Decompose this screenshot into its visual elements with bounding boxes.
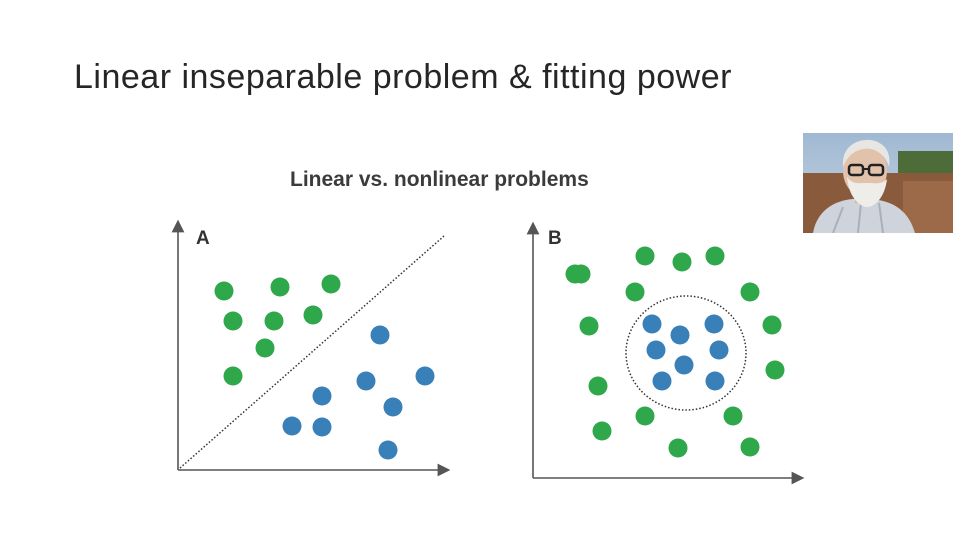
panel-a-separator-line	[180, 236, 444, 468]
panel-b-blue-point	[675, 356, 694, 375]
panel-a-green-point	[215, 282, 234, 301]
panel-b-green-point	[580, 317, 599, 336]
panel-b-green-point	[673, 253, 692, 272]
panel-b-green-point	[669, 439, 688, 458]
panel-b-green-point	[763, 316, 782, 335]
panel-a-blue-point	[357, 372, 376, 391]
panel-a-green-point	[304, 306, 323, 325]
panel-a-blue-point	[384, 398, 403, 417]
panel-b-green-point	[626, 283, 645, 302]
panel-a-green-point	[322, 275, 341, 294]
panel-b-green-point	[636, 247, 655, 266]
panel-b-green-point	[741, 283, 760, 302]
panel-a-blue-point	[313, 387, 332, 406]
panel-a-green-point	[265, 312, 284, 331]
panel-b-blue-point	[710, 341, 729, 360]
panel-b-green-point	[706, 247, 725, 266]
panel-b-blue-point	[643, 315, 662, 334]
panel-a-blue-point	[416, 367, 435, 386]
panel-b-green-point	[636, 407, 655, 426]
panel-a-blue-point	[379, 441, 398, 460]
panel-b-green-point	[566, 265, 585, 284]
panel-b-green-point	[593, 422, 612, 441]
panel-b-green-point	[724, 407, 743, 426]
portrait-photo	[803, 133, 953, 233]
panel-b-green-point	[766, 361, 785, 380]
panel-b-blue-point	[671, 326, 690, 345]
panel-b-blue-point	[647, 341, 666, 360]
panel-b-blue-point	[706, 372, 725, 391]
panel-a-blue-point	[313, 418, 332, 437]
panel-a-green-point	[271, 278, 290, 297]
panel-a-blue-point	[283, 417, 302, 436]
panel-a-points	[215, 275, 435, 460]
panel-a-green-point	[256, 339, 275, 358]
panel-a-axes	[178, 226, 444, 470]
panel-a-blue-point	[371, 326, 390, 345]
panel-b-points	[566, 247, 785, 458]
panel-a-green-point	[224, 312, 243, 331]
panel-b-blue-point	[653, 372, 672, 391]
panel-a-green-point	[224, 367, 243, 386]
panel-b-blue-point	[705, 315, 724, 334]
panel-b-green-point	[741, 438, 760, 457]
panel-b-green-point	[589, 377, 608, 396]
